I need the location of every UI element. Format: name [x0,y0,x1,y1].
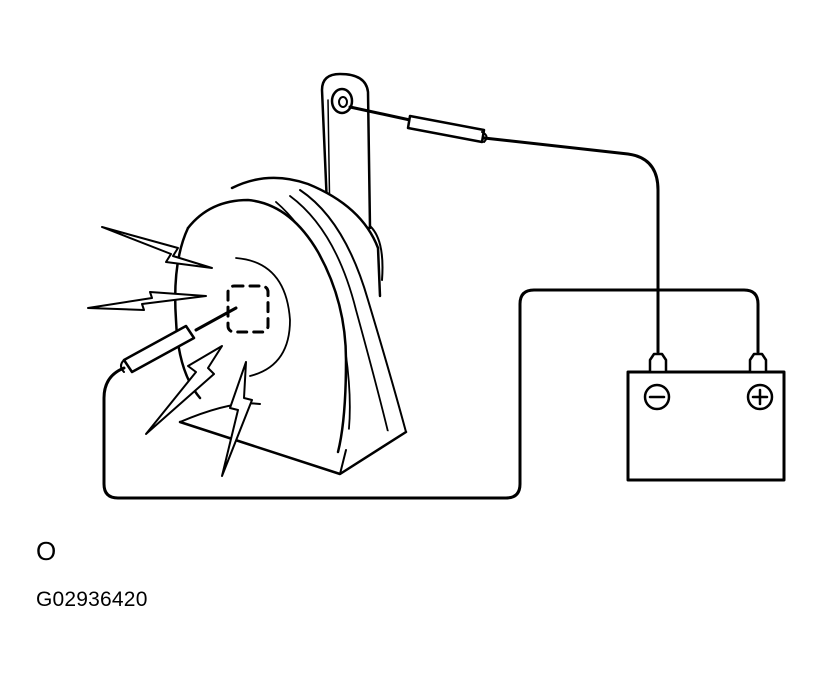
minus-sign [643,383,671,411]
lightning-bolt-icon [221,361,253,477]
lightning-bolt-icon [87,291,207,311]
figure-id: G02936420 [36,588,148,611]
caption-mark: O [36,536,57,566]
battery-icon [626,352,786,482]
lightning-bolt-icon [101,226,213,269]
horn-icon [173,176,408,476]
test-probe-icon [348,105,488,144]
wiring [102,136,760,500]
lightning-bolt-icon [145,345,223,435]
plus-sign [746,383,774,411]
mounting-bracket [320,72,372,230]
sound-waves [87,226,253,477]
test-probe-icon [120,306,238,374]
